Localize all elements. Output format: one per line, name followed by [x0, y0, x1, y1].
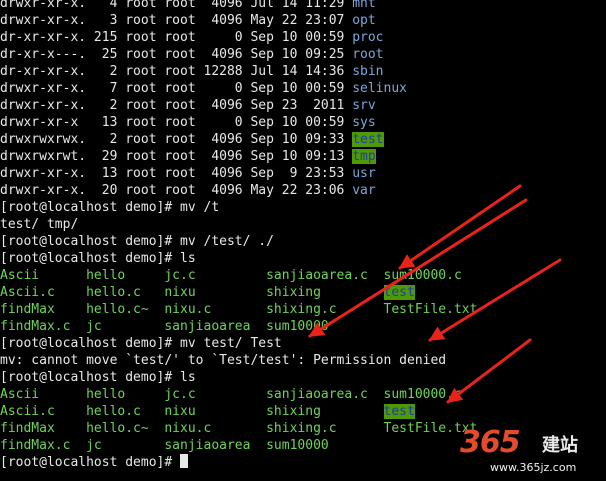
terminal-text: Ascii hello jc.c sanjiaoarea.c sum10000.…: [0, 387, 462, 402]
terminal-output[interactable]: drwxr-xr-x. 4 root root 4096 Jul 14 11:2…: [0, 0, 606, 471]
terminal-line: findMax.c jc sanjiaoarea sum10000: [0, 318, 606, 335]
terminal-line: dr-xr-x---. 25 root root 4096 Sep 10 09:…: [0, 46, 606, 63]
terminal-line: Ascii hello jc.c sanjiaoarea.c sum10000.…: [0, 267, 606, 284]
highlighted-dir-name: test: [352, 132, 384, 147]
watermark-url: www.365jz.com: [490, 461, 577, 474]
terminal-line: findMax.c jc sanjiaoarea sum10000: [0, 437, 606, 454]
terminal-text: dr-xr-xr-x. 215 root root 0 Sep 10 00:59: [0, 30, 353, 45]
terminal-text: test/ tmp/: [0, 217, 79, 232]
terminal-text: drwxrwxrwx. 2 root root 4096 Sep 10 09:3…: [0, 132, 353, 147]
terminal-text: dr-xr-xr-x. 2 root root 12288 Jul 14 14:…: [0, 64, 353, 79]
dir-name: root: [352, 47, 384, 62]
dir-name: proc: [352, 30, 384, 45]
terminal-text: Ascii.c hello.c nixu shixing: [0, 285, 384, 300]
highlighted-dir-name: test: [383, 285, 415, 300]
watermark-number: 365: [460, 425, 521, 460]
terminal-line: dr-xr-xr-x. 2 root root 12288 Jul 14 14:…: [0, 63, 606, 80]
terminal-line: Ascii.c hello.c nixu shixing test: [0, 403, 606, 420]
highlighted-dir-name: test: [383, 404, 415, 419]
terminal-line: findMax hello.c~ nixu.c shixing.c TestFi…: [0, 420, 606, 437]
dir-name: sbin: [352, 64, 384, 79]
terminal-text: findMax.c jc sanjiaoarea sum10000: [0, 319, 329, 334]
terminal-text: drwxr-xr-x. 13 root root 4096 Sep 9 23:5…: [0, 166, 353, 181]
terminal-text: [root@localhost demo]# ls: [0, 251, 196, 266]
terminal-text: drwxr-xr-x. 7 root root 0 Sep 10 00:59: [0, 81, 353, 96]
terminal-text: drwxr-xr-x. 20 root root 4096 May 22 23:…: [0, 183, 353, 198]
highlighted-dir-name: tmp: [352, 149, 376, 164]
terminal-line: drwxrwxrwx. 2 root root 4096 Sep 10 09:3…: [0, 131, 606, 148]
terminal-line: [root@localhost demo]# mv test/ Test: [0, 335, 606, 352]
terminal-text: [root@localhost demo]# ls: [0, 370, 196, 385]
terminal-line: [root@localhost demo]#: [0, 454, 606, 471]
dir-name: selinux: [352, 81, 407, 96]
dir-name: var: [352, 183, 376, 198]
terminal-text: drwxrwxrwt. 29 root root 4096 Sep 10 09:…: [0, 149, 353, 164]
dir-name: opt: [352, 13, 376, 28]
terminal-line: [root@localhost demo]# ls: [0, 250, 606, 267]
terminal-line: dr-xr-xr-x. 215 root root 0 Sep 10 00:59…: [0, 29, 606, 46]
terminal-text: [root@localhost demo]# mv /test/ ./: [0, 234, 274, 249]
terminal-line: [root@localhost demo]# mv /test/ ./: [0, 233, 606, 250]
dir-name: sys: [352, 115, 376, 130]
terminal-line: test/ tmp/: [0, 216, 606, 233]
terminal-line: [root@localhost demo]# ls: [0, 369, 606, 386]
terminal-text: [root@localhost demo]# mv test/ Test: [0, 336, 282, 351]
terminal-line: Ascii hello jc.c sanjiaoarea.c sum10000.…: [0, 386, 606, 403]
terminal-text: drwxr-xr-x. 2 root root 4096 Sep 23 2011: [0, 98, 353, 113]
terminal-text: drwxr-xr-x 13 root root 0 Sep 10 00:59: [0, 115, 353, 130]
terminal-text: dr-xr-x---. 25 root root 4096 Sep 10 09:…: [0, 47, 353, 62]
terminal-text: [root@localhost demo]# mv /t: [0, 200, 220, 215]
terminal-text: findMax hello.c~ nixu.c shixing.c TestFi…: [0, 421, 478, 436]
terminal-line: drwxr-xr-x 13 root root 0 Sep 10 00:59 s…: [0, 114, 606, 131]
terminal-line: drwxr-xr-x. 20 root root 4096 May 22 23:…: [0, 182, 606, 199]
dir-name: srv: [352, 98, 376, 113]
terminal-line: Ascii.c hello.c nixu shixing test: [0, 284, 606, 301]
terminal-text: findMax.c jc sanjiaoarea sum10000: [0, 438, 329, 453]
terminal-line: drwxrwxrwt. 29 root root 4096 Sep 10 09:…: [0, 148, 606, 165]
dir-name: usr: [352, 166, 376, 181]
text-cursor: [180, 454, 189, 468]
terminal-text: Ascii.c hello.c nixu shixing: [0, 404, 384, 419]
terminal-text: drwxr-xr-x. 4 root root 4096 Jul 14 11:2…: [0, 0, 353, 11]
terminal-line: mv: cannot move `test/' to `Test/test': …: [0, 352, 606, 369]
terminal-text: [root@localhost demo]#: [0, 455, 181, 470]
terminal-line: drwxr-xr-x. 7 root root 0 Sep 10 00:59 s…: [0, 80, 606, 97]
terminal-text: mv: cannot move `test/' to `Test/test': …: [0, 353, 447, 368]
terminal-line: drwxr-xr-x. 3 root root 4096 May 22 23:0…: [0, 12, 606, 29]
watermark-chinese: 建站: [542, 435, 578, 456]
site-watermark: 365 建站 www.365jz.com: [460, 425, 600, 477]
terminal-text: drwxr-xr-x. 3 root root 4096 May 22 23:0…: [0, 13, 353, 28]
dir-name: mnt: [352, 0, 376, 11]
terminal-line: drwxr-xr-x. 2 root root 4096 Sep 23 2011…: [0, 97, 606, 114]
terminal-text: findMax hello.c~ nixu.c shixing.c TestFi…: [0, 302, 478, 317]
terminal-text: Ascii hello jc.c sanjiaoarea.c sum10000.…: [0, 268, 462, 283]
terminal-line: findMax hello.c~ nixu.c shixing.c TestFi…: [0, 301, 606, 318]
terminal-line: [root@localhost demo]# mv /t: [0, 199, 606, 216]
terminal-line: drwxr-xr-x. 4 root root 4096 Jul 14 11:2…: [0, 0, 606, 12]
terminal-line: drwxr-xr-x. 13 root root 4096 Sep 9 23:5…: [0, 165, 606, 182]
